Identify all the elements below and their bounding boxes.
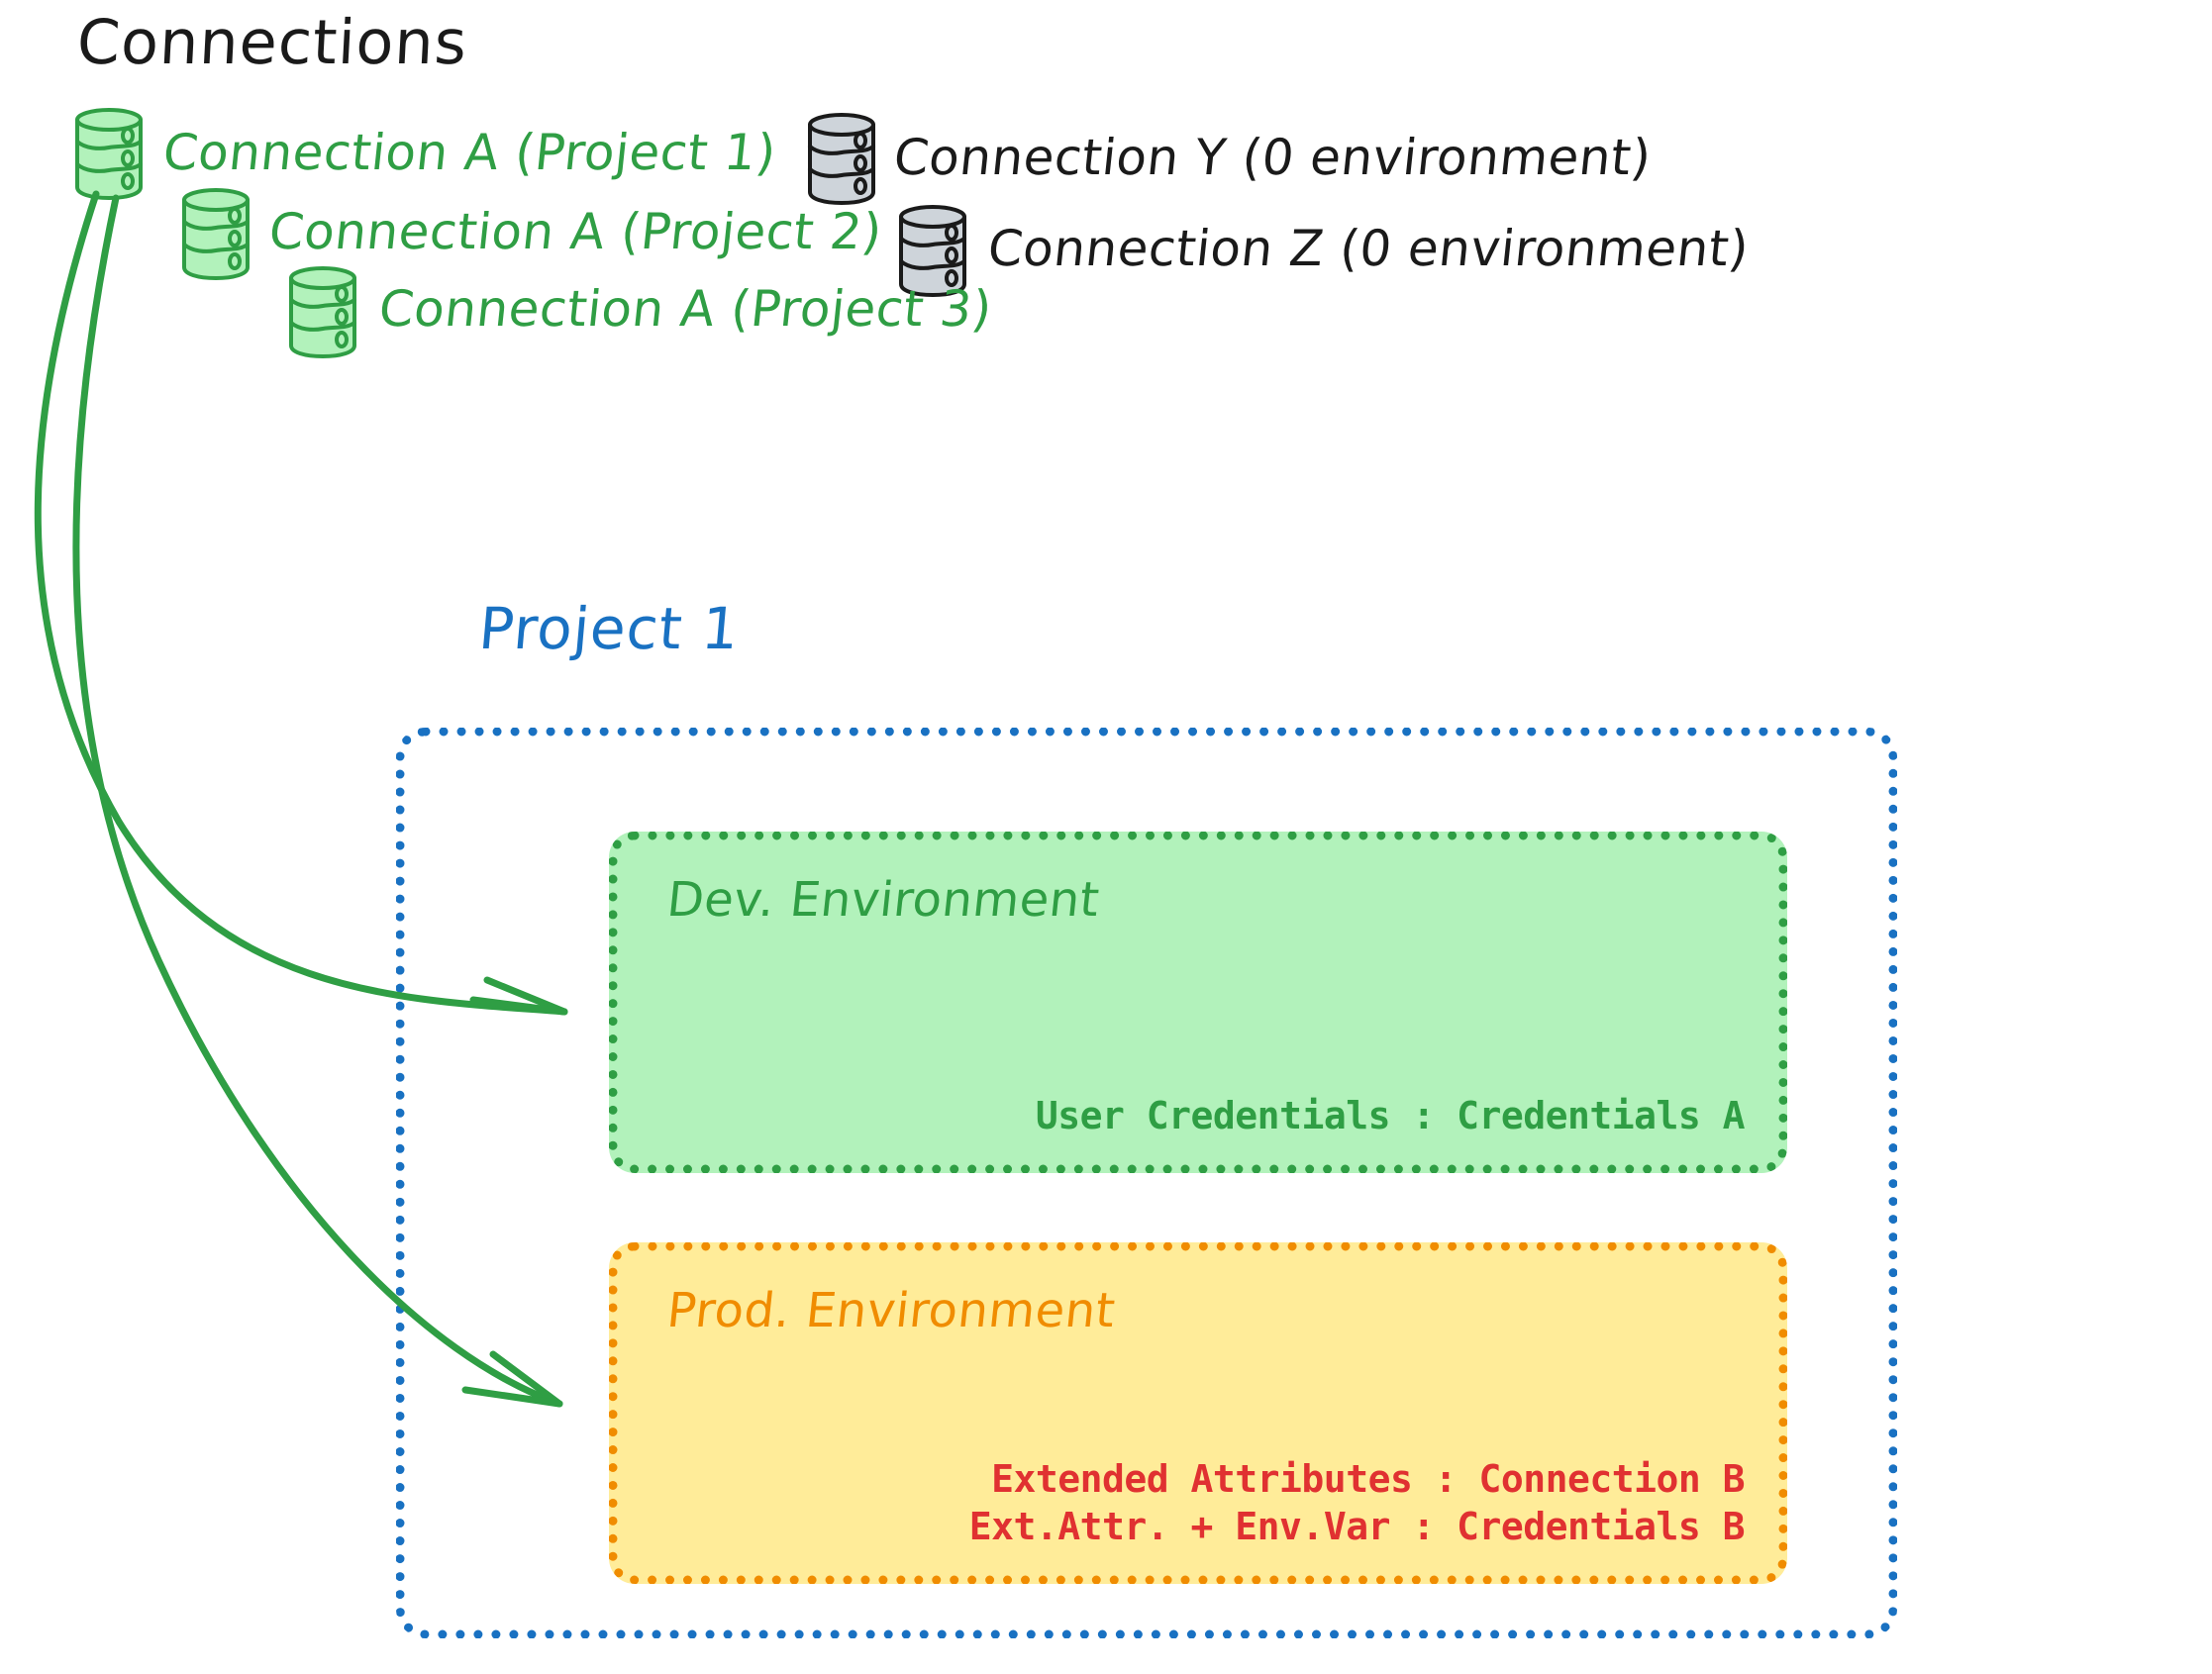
dev-environment-details: User Credentials : Credentials A (1035, 1092, 1746, 1140)
database-icon-connection-z[interactable] (895, 201, 974, 300)
prod-environment-title: Prod. Environment (664, 1283, 1119, 1338)
database-icon-connection-a-project-1[interactable] (71, 104, 151, 203)
connection-label-z: Connection Z (0 environment) (984, 220, 1753, 277)
dev-environment-line: User Credentials : Credentials A (1035, 1094, 1746, 1138)
database-icon-connection-a-project-3[interactable] (285, 262, 364, 361)
dev-environment-box[interactable]: Dev. Environment User Credentials : Cred… (609, 832, 1787, 1173)
connection-label-y: Connection Y (0 environment) (890, 129, 1655, 186)
connection-label-a-project-1: Connection A (Project 1) (159, 124, 779, 181)
project-title: Project 1 (476, 595, 743, 662)
page-title: Connections (75, 6, 470, 78)
prod-environment-line: Extended Attributes : Connection B (991, 1456, 1745, 1501)
prod-environment-box[interactable]: Prod. Environment Extended Attributes : … (609, 1242, 1787, 1584)
database-icon-connection-y[interactable] (804, 109, 883, 208)
prod-environment-details: Extended Attributes : Connection B Ext.A… (968, 1455, 1746, 1551)
dev-environment-title: Dev. Environment (664, 872, 1103, 928)
database-icon-connection-a-project-2[interactable] (178, 184, 257, 283)
connection-label-a-project-3: Connection A (Project 3) (375, 280, 995, 338)
connection-label-a-project-2: Connection A (Project 2) (265, 203, 885, 260)
prod-environment-line: Ext.Attr. + Env.Var : Credentials B (968, 1505, 1746, 1549)
